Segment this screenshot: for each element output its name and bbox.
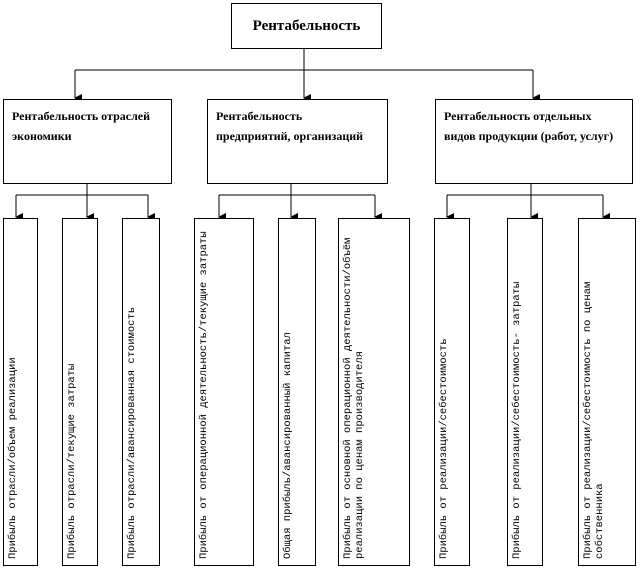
leaf-node: Прибыль от реализации/себестоимость- зат… [507, 218, 543, 566]
root-label: Рентабельность [252, 17, 361, 34]
group-label: Рентабельность отдельных видов продукции… [444, 109, 614, 143]
group-label: Рентабельность отраслей экономики [12, 109, 151, 143]
group-node-enterprises: Рентабельность предприятий, организаций [207, 99, 388, 184]
leaf-label: Прибыль от реализации/себестоимость по ц… [582, 281, 606, 559]
leaf-label: Общая прибыль/авансированный капитал [282, 332, 294, 559]
leaf-label: Прибыль отрасли/объем реализации [7, 357, 19, 559]
leaf-label: Прибыль от реализации/себестоимость- зат… [511, 281, 523, 559]
leaf-node: Общая прибыль/авансированный капитал [278, 218, 316, 566]
leaf-label: Прибыль от основной операционной деятель… [342, 237, 366, 559]
group-node-industries: Рентабельность отраслей экономики [3, 99, 172, 184]
root-node: Рентабельность [231, 3, 382, 49]
group-label: Рентабельность предприятий, организаций [216, 109, 364, 143]
leaf-node: Прибыль отрасли/авансированная стоимость [122, 218, 160, 566]
leaf-label: Прибыль отрасли/авансированная стоимость [126, 306, 138, 559]
group-node-products: Рентабельность отдельных видов продукции… [435, 99, 633, 184]
leaf-node: Прибыль от реализации/себестоимость по ц… [578, 218, 636, 566]
leaf-node: Прибыль отрасли/текущие затраты [62, 218, 98, 566]
leaf-label: Прибыль отрасли/текущие затраты [66, 363, 78, 559]
leaf-node: Прибыль от операционной деятельность/тек… [194, 218, 254, 566]
leaf-node: Прибыль от реализации/себестоимость [434, 218, 470, 566]
leaf-node: Прибыль отрасли/объем реализации [3, 218, 38, 566]
leaf-label: Прибыль от реализации/себестоимость [438, 338, 450, 559]
leaf-label: Прибыль от операционной деятельность/тек… [198, 231, 210, 559]
leaf-node: Прибыль от основной операционной деятель… [338, 218, 410, 566]
